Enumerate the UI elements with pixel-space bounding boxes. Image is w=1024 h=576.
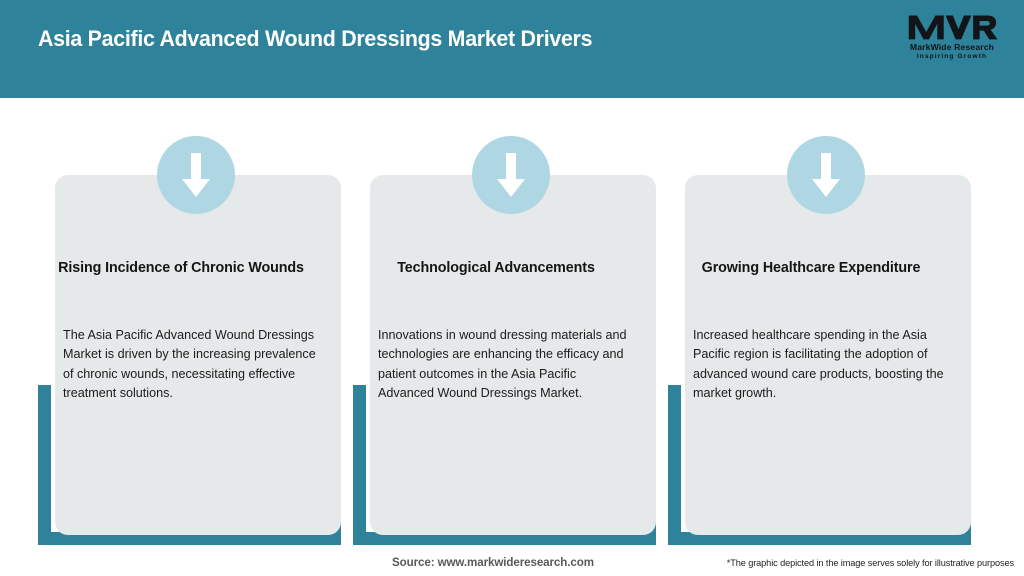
page-title: Asia Pacific Advanced Wound Dressings Ma… [38, 26, 593, 51]
mwr-monogram-icon [908, 15, 998, 40]
card-panel [370, 175, 656, 535]
driver-cards-row: Rising Incidence of Chronic Wounds The A… [0, 98, 1024, 576]
brand-logo: MarkWide Research Inspiring Growth [898, 12, 1006, 70]
card-title: Technological Advancements [397, 260, 595, 276]
arrow-down-icon [786, 136, 865, 214]
arrow-down-glyph [496, 153, 525, 197]
driver-card-1[interactable]: Rising Incidence of Chronic Wounds The A… [38, 98, 353, 548]
card-title: Growing Healthcare Expenditure [701, 260, 921, 276]
header-band: Asia Pacific Advanced Wound Dressings Ma… [0, 0, 1024, 98]
source-label: Source: www.markwideresearch.com [392, 556, 594, 569]
card-panel [55, 175, 341, 535]
arrow-down-glyph [181, 153, 210, 197]
disclaimer-label: *The graphic depicted in the image serve… [726, 558, 1014, 568]
arrow-down-glyph [811, 153, 840, 197]
card-description: The Asia Pacific Advanced Wound Dressing… [63, 328, 316, 401]
card-panel [685, 175, 971, 535]
driver-card-3[interactable]: Growing Healthcare Expenditure Increased… [668, 98, 983, 548]
arrow-down-icon [471, 136, 550, 214]
arrow-down-icon [156, 136, 235, 214]
logo-company-name: MarkWide Research [909, 42, 995, 52]
card-description: Innovations in wound dressing materials … [378, 328, 627, 401]
driver-card-2[interactable]: Technological Advancements Innovations i… [353, 98, 668, 548]
card-description: Increased healthcare spending in the Asi… [693, 328, 944, 401]
card-title: Rising Incidence of Chronic Wounds [58, 260, 304, 276]
logo-tagline: Inspiring Growth [916, 52, 988, 60]
